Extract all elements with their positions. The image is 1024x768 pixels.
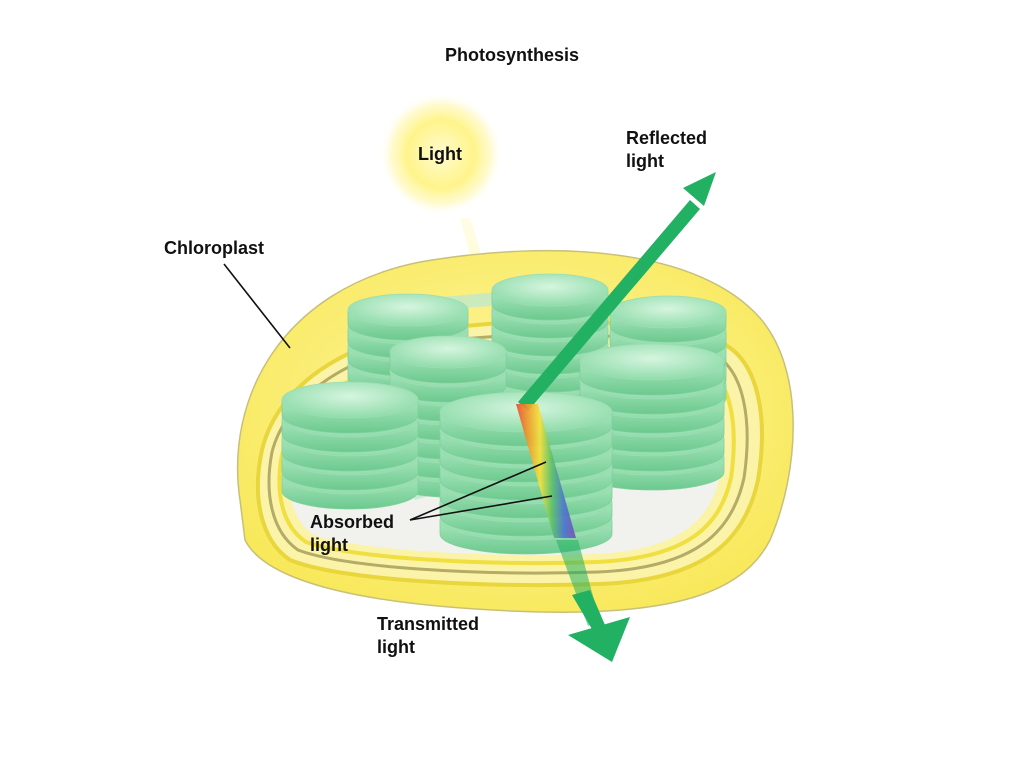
granum-stack [281,381,419,510]
absorbed-light-label: Absorbed light [310,512,399,555]
spectrum-beam-icon [516,404,576,538]
chloroplast-label: Chloroplast [164,238,264,258]
absorbed-leader-line-1 [409,461,547,521]
transmitted-line-2: light [377,637,415,657]
reflected-line-1: Reflected [626,128,707,148]
thylakoid-disc [579,343,725,381]
sun-glow-icon [379,92,503,216]
thylakoid-disc [347,293,469,327]
transmitted-light-label: Transmitted light [377,614,484,657]
reflected-light-label: Reflected light [626,128,712,171]
granum-stack [579,343,725,491]
transmitted-line-1: Transmitted [377,614,479,634]
thylakoid-disc [389,335,507,369]
thylakoid-disc [609,295,727,329]
absorbed-leader-line-2 [409,495,553,521]
chloroplast-leader-line [223,263,291,349]
page-title: Photosynthesis [445,45,579,65]
reflected-arrow-icon [518,172,716,411]
absorbed-line-1: Absorbed [310,512,394,532]
granum-stack [439,391,613,555]
thylakoid-disc [281,381,419,419]
absorbed-line-2: light [310,535,348,555]
transmitted-arrow-icon [556,540,630,662]
granum-stack [491,273,609,411]
grana-stacks [281,273,727,555]
thylakoid-disc [491,273,609,307]
reflected-line-2: light [626,151,664,171]
light-label: Light [418,144,462,164]
